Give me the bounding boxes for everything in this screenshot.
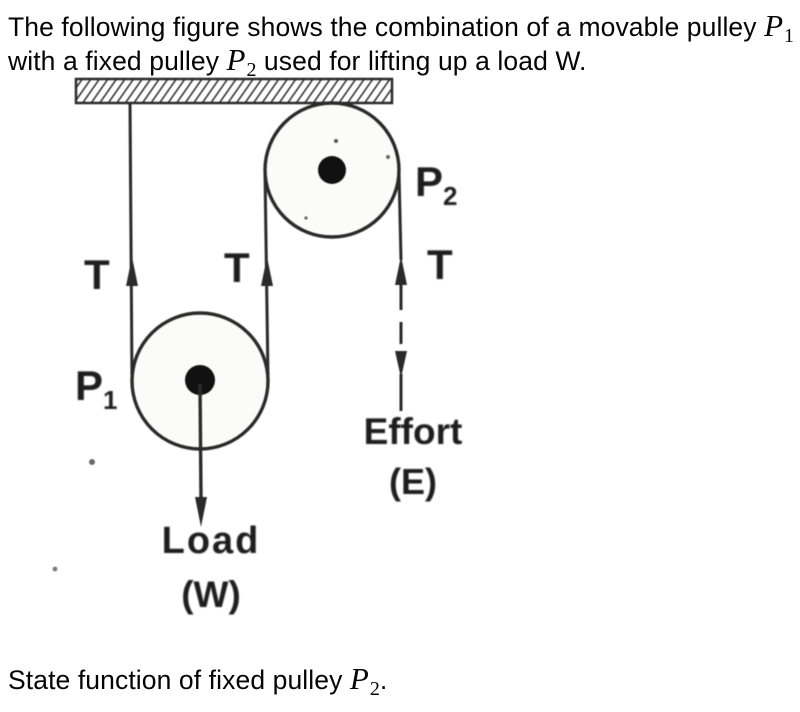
fixed-pulley-p2-axle: [318, 156, 346, 184]
speck-icon: [304, 216, 308, 220]
footer-text-after: .: [379, 665, 388, 695]
ceiling-bar: [74, 77, 394, 105]
speck-icon: [334, 139, 338, 143]
rope-load: [198, 383, 203, 499]
rope-left: [128, 102, 134, 381]
tension-arrow-right: [395, 256, 407, 285]
footer-text: State function of fixed pulley: [8, 665, 350, 695]
speck-icon: [386, 155, 390, 159]
speck-icon: [89, 459, 95, 465]
tension-label-right: T: [427, 241, 453, 288]
pulley1-label: P1: [75, 362, 118, 415]
question-line-1-text: The following figure shows the combinati…: [8, 12, 765, 42]
effort-symbol-label: (E): [389, 461, 437, 502]
rope-effort-upper: [397, 171, 403, 261]
tension-arrow-left: [126, 257, 138, 286]
load-symbol-label: (W): [181, 574, 241, 615]
effort-arrow-down: [395, 351, 407, 378]
load-arrow-down: [195, 497, 207, 527]
tension-label-middle: T: [224, 244, 250, 291]
question-line-1: The following figure shows the combinati…: [8, 9, 794, 53]
question-line-2-text: with a fixed pulley: [8, 46, 227, 76]
effort-label: Effort: [363, 411, 463, 452]
load-label: Load: [161, 520, 261, 562]
question-line-2-text-after: used for lifting up a load W.: [256, 46, 587, 76]
question-line-2: with a fixed pulley P2 used for lifting …: [8, 43, 587, 87]
speck-icon: [52, 566, 58, 572]
tension-label-left: T: [84, 251, 110, 298]
tension-arrow-middle: [261, 257, 273, 286]
math-p2: P2: [226, 42, 257, 82]
math-p1: P1: [764, 8, 795, 48]
pulley2-label: P2: [415, 158, 458, 211]
footer-question: State function of fixed pulley P2.: [8, 662, 387, 706]
movable-pulley-p1-axle: [185, 365, 215, 395]
math-p2-footer: P2: [349, 661, 380, 701]
